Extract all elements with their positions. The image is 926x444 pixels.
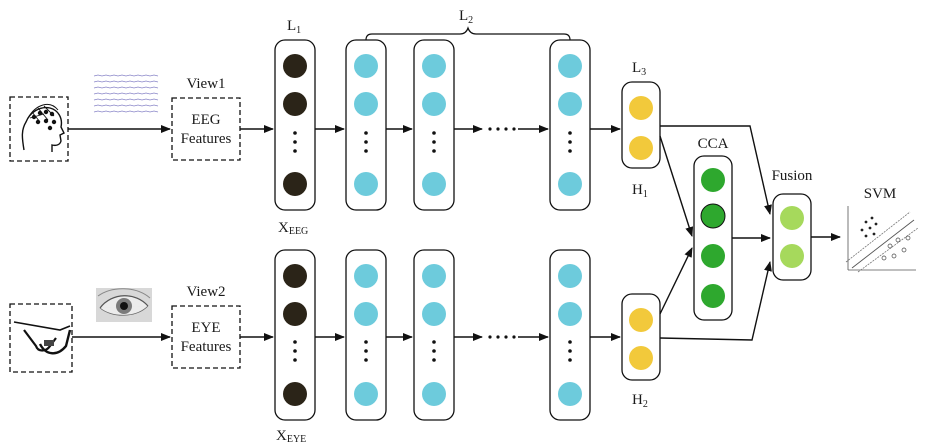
hidden-node (558, 382, 582, 406)
view2-label: View2 (186, 284, 225, 300)
svm-label: SVM (864, 186, 897, 202)
hidden-layer-bottom-2 (413, 249, 455, 421)
hidden-node (558, 92, 582, 116)
hidden-node (422, 54, 446, 78)
eye-tracking-glasses-icon (9, 303, 73, 373)
input-node (283, 54, 307, 78)
view1-label: View1 (186, 76, 225, 92)
hidden-node (354, 92, 378, 116)
output-node (629, 136, 653, 160)
arrow-h1-to-cca (659, 135, 694, 237)
fusion-label: Fusion (772, 168, 813, 184)
hidden-layer-top-3 (549, 39, 591, 211)
eeg-features-line1: EEG (191, 112, 220, 128)
x-eye-label: XEYE (276, 428, 306, 444)
eye-photo-icon (96, 288, 152, 322)
input-node (283, 264, 307, 288)
cca-label: CCA (698, 136, 729, 152)
output-layer-bottom (621, 293, 661, 381)
arrow-h1-bypass-to-fusion (660, 125, 772, 215)
hidden-layer-bottom-1 (345, 249, 387, 421)
cca-layer (693, 155, 733, 321)
input-node (283, 382, 307, 406)
fusion-node (780, 206, 804, 230)
eye-features-line1: EYE (191, 320, 220, 336)
h2-label: H2 (632, 392, 648, 410)
output-node (629, 96, 653, 120)
hidden-node (422, 172, 446, 196)
eeg-head-icon (9, 96, 69, 162)
input-node (283, 92, 307, 116)
hidden-node (558, 172, 582, 196)
cca-node (700, 203, 726, 229)
l3-label: L3 (632, 60, 646, 78)
svm-plot-icon (845, 206, 919, 273)
input-node (283, 172, 307, 196)
l1-label: L1 (287, 18, 301, 36)
fusion-layer (772, 193, 812, 281)
cca-node (701, 284, 725, 308)
hidden-layer-top-1 (345, 39, 387, 211)
hidden-node (558, 264, 582, 288)
arrow-h2-to-cca (659, 247, 693, 315)
hidden-node (354, 172, 378, 196)
arrow-h2-bypass-to-fusion (659, 261, 772, 341)
output-layer-top (621, 81, 661, 169)
cca-node (701, 168, 725, 192)
eye-features-line2: Features (181, 339, 232, 355)
hidden-node (422, 382, 446, 406)
output-node (629, 346, 653, 370)
hidden-node (558, 302, 582, 326)
hidden-node (558, 54, 582, 78)
hidden-node (354, 302, 378, 326)
ellipsis-bottom (488, 335, 516, 339)
output-node (629, 308, 653, 332)
input-node (283, 302, 307, 326)
l2-brace (365, 26, 571, 41)
eeg-features-box: EEG Features (171, 97, 241, 161)
hidden-node (422, 302, 446, 326)
input-layer-bottom (274, 249, 316, 421)
hidden-node (354, 264, 378, 288)
hidden-node (354, 54, 378, 78)
hidden-layer-bottom-3 (549, 249, 591, 421)
hidden-node (422, 264, 446, 288)
input-layer-top (274, 39, 316, 211)
l2-label: L2 (459, 8, 473, 26)
hidden-node (422, 92, 446, 116)
fusion-node (780, 244, 804, 268)
eeg-features-line2: Features (181, 131, 232, 147)
hidden-node (354, 382, 378, 406)
eeg-wave-icon (93, 74, 159, 113)
ellipsis-top (488, 127, 516, 131)
hidden-layer-top-2 (413, 39, 455, 211)
cca-node (701, 244, 725, 268)
h1-label: H1 (632, 182, 648, 200)
eye-features-box: EYE Features (171, 305, 241, 369)
x-eeg-label: XEEG (278, 220, 308, 237)
